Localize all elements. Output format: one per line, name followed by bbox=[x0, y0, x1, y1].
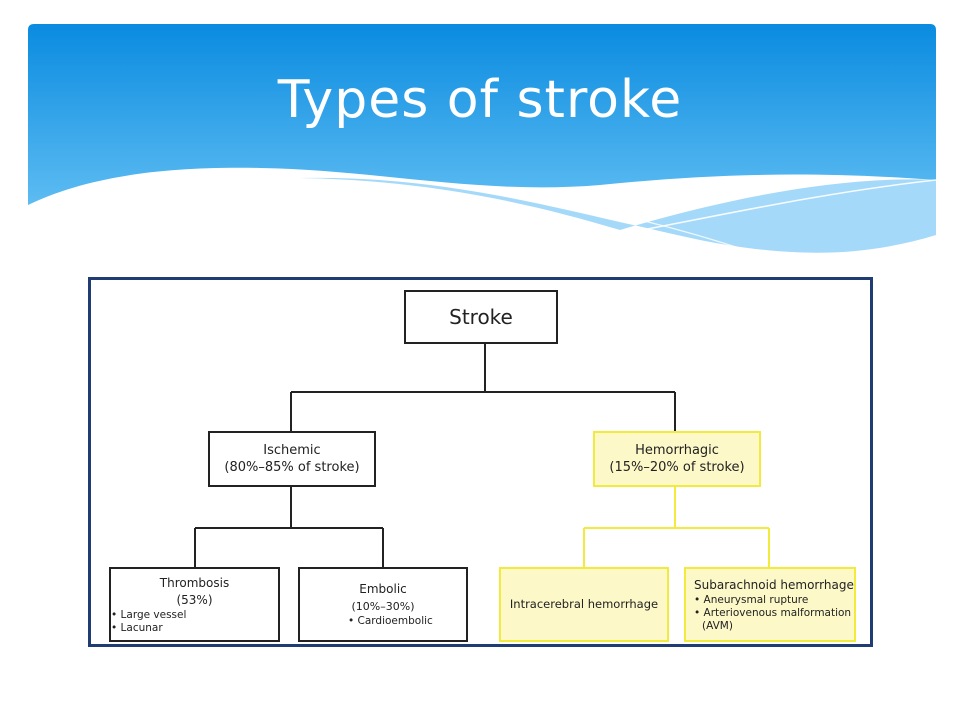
node-subarachnoid-label: Subarachnoid hemorrhage bbox=[694, 577, 854, 592]
node-ischemic: Ischemic (80%–85% of stroke) bbox=[208, 431, 376, 487]
node-thrombosis: Thrombosis (53%) Large vessel Lacunar bbox=[109, 567, 280, 642]
node-subarachnoid-avm: (AVM) bbox=[702, 619, 733, 632]
node-ischemic-label: Ischemic bbox=[263, 443, 321, 458]
node-hemorrhagic-share: (15%–20% of stroke) bbox=[609, 460, 745, 475]
list-item: Cardioembolic bbox=[348, 615, 466, 628]
node-stroke-label: Stroke bbox=[449, 304, 513, 329]
list-item: Arteriovenous malformation bbox=[694, 607, 852, 620]
stroke-classification-diagram: Stroke Ischemic (80%–85% of stroke) Hemo… bbox=[88, 277, 873, 647]
node-intracerebral-label: Intracerebral hemorrhage bbox=[509, 597, 659, 611]
node-thrombosis-list: Large vessel Lacunar bbox=[111, 609, 278, 635]
node-embolic-list: Cardioembolic bbox=[300, 615, 466, 628]
node-embolic: Embolic (10%–30%) Cardioembolic bbox=[298, 567, 468, 642]
slide-header: Types of stroke bbox=[0, 0, 960, 280]
list-item: Lacunar bbox=[111, 622, 278, 635]
node-thrombosis-label: Thrombosis bbox=[159, 575, 230, 590]
node-hemorrhagic-label: Hemorrhagic bbox=[635, 443, 719, 458]
node-hemorrhagic: Hemorrhagic (15%–20% of stroke) bbox=[593, 431, 761, 487]
node-subarachnoid-list: Aneurysmal rupture Arteriovenous malform… bbox=[694, 594, 852, 620]
node-intracerebral: Intracerebral hemorrhage bbox=[499, 567, 669, 642]
list-item: Large vessel bbox=[111, 609, 278, 622]
slide-title: Types of stroke bbox=[277, 70, 683, 130]
node-embolic-label: Embolic bbox=[359, 582, 407, 596]
diagram-connectors bbox=[194, 344, 770, 568]
node-subarachnoid: Subarachnoid hemorrhage Aneurysmal ruptu… bbox=[684, 567, 856, 642]
node-embolic-share: (10%–30%) bbox=[351, 600, 415, 613]
list-item: Aneurysmal rupture bbox=[694, 594, 851, 607]
node-thrombosis-share: (53%) bbox=[176, 592, 213, 607]
header-wave-background bbox=[28, 24, 937, 256]
node-ischemic-share: (80%–85% of stroke) bbox=[224, 460, 360, 475]
node-stroke: Stroke bbox=[404, 290, 558, 344]
